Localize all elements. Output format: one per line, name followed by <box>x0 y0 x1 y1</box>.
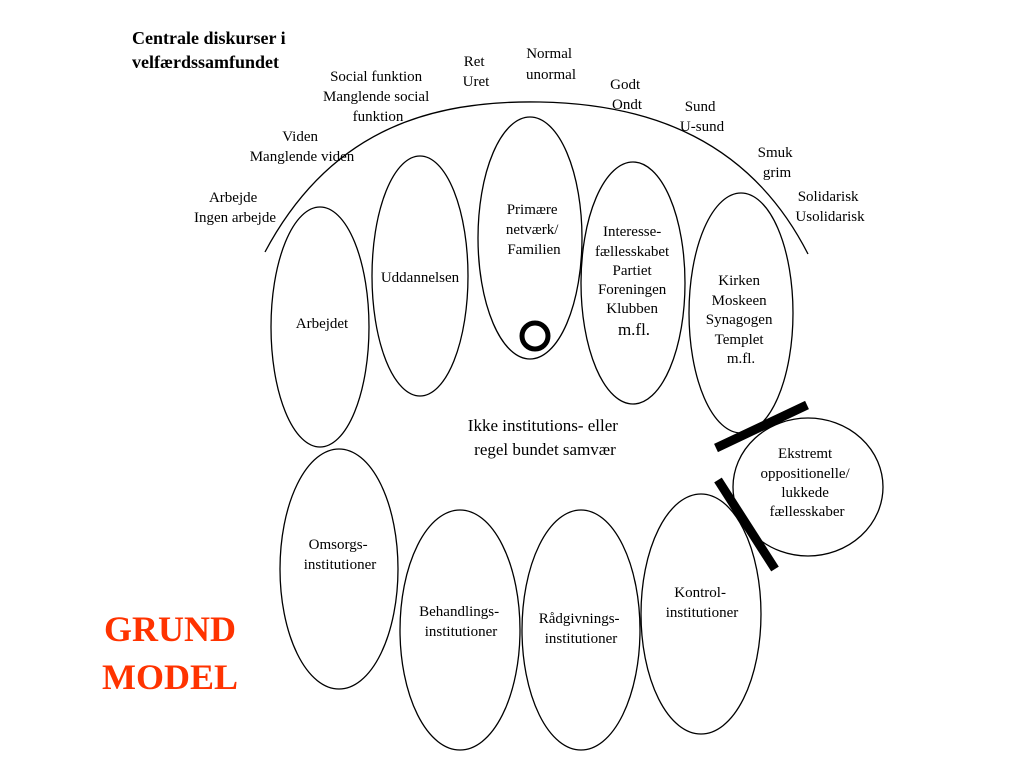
barrier-bar-upper <box>714 400 809 453</box>
oval-kontrol-label: Kontrol- institutioner <box>666 585 739 621</box>
barrier-bar-lower <box>714 477 779 572</box>
oval-behandling <box>399 509 521 751</box>
oval-primaere-label: Primære netværk/ Familien <box>506 202 562 258</box>
grund-label: GRUND <box>104 609 236 649</box>
oval-arbejdet <box>270 206 370 448</box>
arc-label-social: Social funktion Manglende social funktio… <box>323 69 433 125</box>
arc-label-smuk: Smuk grim <box>758 145 797 181</box>
oval-omsorg-label: Omsorgs- institutioner <box>304 537 377 573</box>
model-label: MODEL <box>102 657 238 697</box>
oval-uddannelsen <box>371 155 469 397</box>
arc-label-ret: Ret Uret <box>463 54 490 90</box>
center-text: Ikke institutions- eller regel bundet sa… <box>468 416 622 459</box>
arc-label-godt: Godt Ondt <box>610 77 644 113</box>
oval-raadgivning-label: Rådgivnings- institutioner <box>539 611 624 647</box>
arc-label-arbejde: Arbejde Ingen arbejde <box>194 190 276 226</box>
oval-interesse <box>580 161 686 405</box>
arc-label-solidarisk: Solidarisk Usolidarisk <box>795 189 865 225</box>
arc-label-viden: Viden Manglende viden <box>250 129 355 165</box>
oval-raadgivning <box>521 509 641 751</box>
oval-primaere <box>477 116 583 360</box>
oval-ekstremt <box>732 417 884 557</box>
oval-ekstremt-label: Ekstremt oppositionelle/ lukkede fælless… <box>761 446 854 520</box>
arc-label-normal: Normal unormal <box>526 46 576 83</box>
oval-interesse-label: Interesse- fællesskabet Partiet Forening… <box>595 224 673 339</box>
oval-behandling-label: Behandlings- institutioner <box>419 604 503 640</box>
arc-label-sund: Sund U-sund <box>680 99 725 135</box>
title-line-1: Centrale diskurser i <box>132 28 286 48</box>
oval-kontrol <box>640 493 762 735</box>
oval-omsorg <box>279 448 399 690</box>
discourse-arc <box>264 101 809 255</box>
oval-uddannelsen-label: Uddannelsen <box>381 270 460 286</box>
title-line-2: velfærdssamfundet <box>132 52 279 72</box>
person-circle-marker <box>519 320 551 352</box>
oval-kirken-label: Kirken Moskeen Synagogen Templet m.fl. <box>706 273 776 367</box>
oval-arbejdet-label: Arbejdet <box>296 316 349 332</box>
